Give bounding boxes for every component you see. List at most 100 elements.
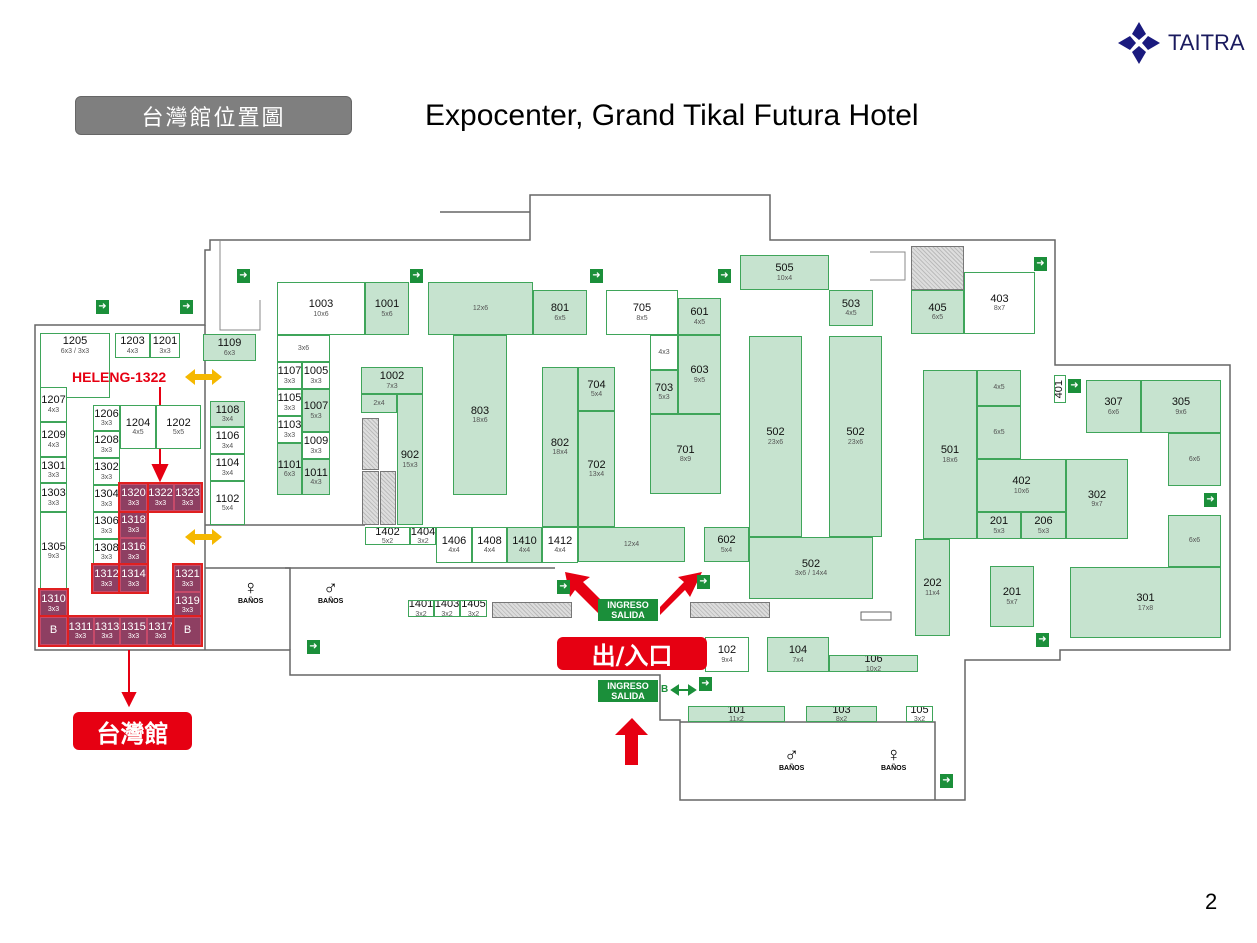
booth-size: 5x3 xyxy=(310,412,322,420)
booth-number: 1404 xyxy=(410,527,436,538)
booth-size: 8x2 xyxy=(835,716,848,722)
booth-number: 302 xyxy=(1087,488,1107,501)
booth-size: 4x3 xyxy=(310,479,322,487)
arrow-diagonal-icon xyxy=(565,572,608,615)
booth-size: 3x3 xyxy=(127,633,140,641)
booth-number: 1310 xyxy=(41,593,66,606)
booth-size: 5x3 xyxy=(993,527,1005,535)
emergency-exit-icon: ➜ xyxy=(697,575,710,589)
booth-size: 3x2 xyxy=(913,716,926,722)
entrance-arrow-up-icon xyxy=(615,718,648,765)
booth-size: 6x5 xyxy=(931,314,944,322)
booth-number: 1318 xyxy=(121,514,146,527)
booth-size: 3x3 xyxy=(127,553,140,561)
booth-size: 4x4 xyxy=(518,547,531,555)
booth-number: 1315 xyxy=(121,620,146,633)
emergency-exit-icon: ➜ xyxy=(1204,493,1217,507)
booth-number: 1206 xyxy=(94,407,119,420)
booth-number: 1314 xyxy=(121,568,146,581)
booth-size: 18x6 xyxy=(942,456,958,464)
booth-size: 4x3 xyxy=(47,441,60,449)
booth-number: 1412 xyxy=(547,534,573,547)
booth-size: 3x2 xyxy=(467,610,480,617)
emergency-exit-icon: ➜ xyxy=(699,677,712,691)
booth-number: 1311 xyxy=(68,620,93,633)
booth-size: 3x3 xyxy=(100,500,113,508)
booth-size: 6x6 xyxy=(1107,408,1120,416)
emergency-exit-icon: ➜ xyxy=(590,269,603,283)
booth-size: 3x2 xyxy=(417,538,429,545)
salida-text: SALIDA xyxy=(611,610,645,620)
booth-size: 4x3 xyxy=(658,348,670,356)
booth-size: 6x3 xyxy=(223,349,236,357)
section-label: 台灣館位置圖 xyxy=(75,96,352,135)
booth-size: 6x5 xyxy=(993,428,1005,436)
emergency-exit-icon: ➜ xyxy=(96,300,109,314)
booth-number: 1208 xyxy=(94,434,119,447)
booth-number: 301 xyxy=(1136,592,1155,605)
emergency-exit-icon: ➜ xyxy=(718,269,731,283)
booth-number: 1406 xyxy=(441,534,467,547)
booth-number: 202 xyxy=(923,577,942,590)
booth-size: 2x4 xyxy=(373,399,385,407)
booth-number: 703 xyxy=(654,381,674,394)
booth-size: 3x3 xyxy=(101,633,113,641)
booth-number: 402 xyxy=(1012,475,1031,488)
escalator xyxy=(492,602,572,618)
double-arrow-icon xyxy=(185,369,222,385)
emergency-exit-icon: ➜ xyxy=(237,269,250,283)
stairs xyxy=(362,471,379,525)
booth-number: B xyxy=(49,624,58,637)
booth-number: 1301 xyxy=(41,459,66,472)
booth-number: 803 xyxy=(470,404,490,417)
booth-number: 802 xyxy=(550,436,570,449)
booth-size: 10x6 xyxy=(313,310,329,318)
booth-number: 705 xyxy=(632,302,652,315)
booth-size: 3x3 xyxy=(74,633,87,641)
booth-number: 401 xyxy=(1054,379,1066,399)
booth-number: 1308 xyxy=(94,541,119,554)
booth-number: 1104 xyxy=(215,457,240,470)
booth-size: 4x4 xyxy=(554,547,566,555)
booth-number: 106 xyxy=(864,655,883,666)
booth-number: 1320 xyxy=(121,487,146,500)
booth-size: 3x3 xyxy=(159,347,171,355)
booth-number: 1322 xyxy=(148,487,173,500)
booth-size: 7x4 xyxy=(792,656,804,664)
booth-size: 3x3 xyxy=(181,580,194,588)
booth-size: 3x3 xyxy=(310,377,322,385)
booth-area: 12x6 xyxy=(428,282,533,335)
booth-number: 1102 xyxy=(215,492,240,505)
stairs xyxy=(911,246,964,290)
booth-number: 1011 xyxy=(304,466,328,479)
booth-size: 3x3 xyxy=(310,447,322,455)
page-title: Expocenter, Grand Tikal Futura Hotel xyxy=(425,99,919,132)
booth-size: 3x3 xyxy=(154,633,167,641)
booth-number: 1313 xyxy=(94,620,120,633)
